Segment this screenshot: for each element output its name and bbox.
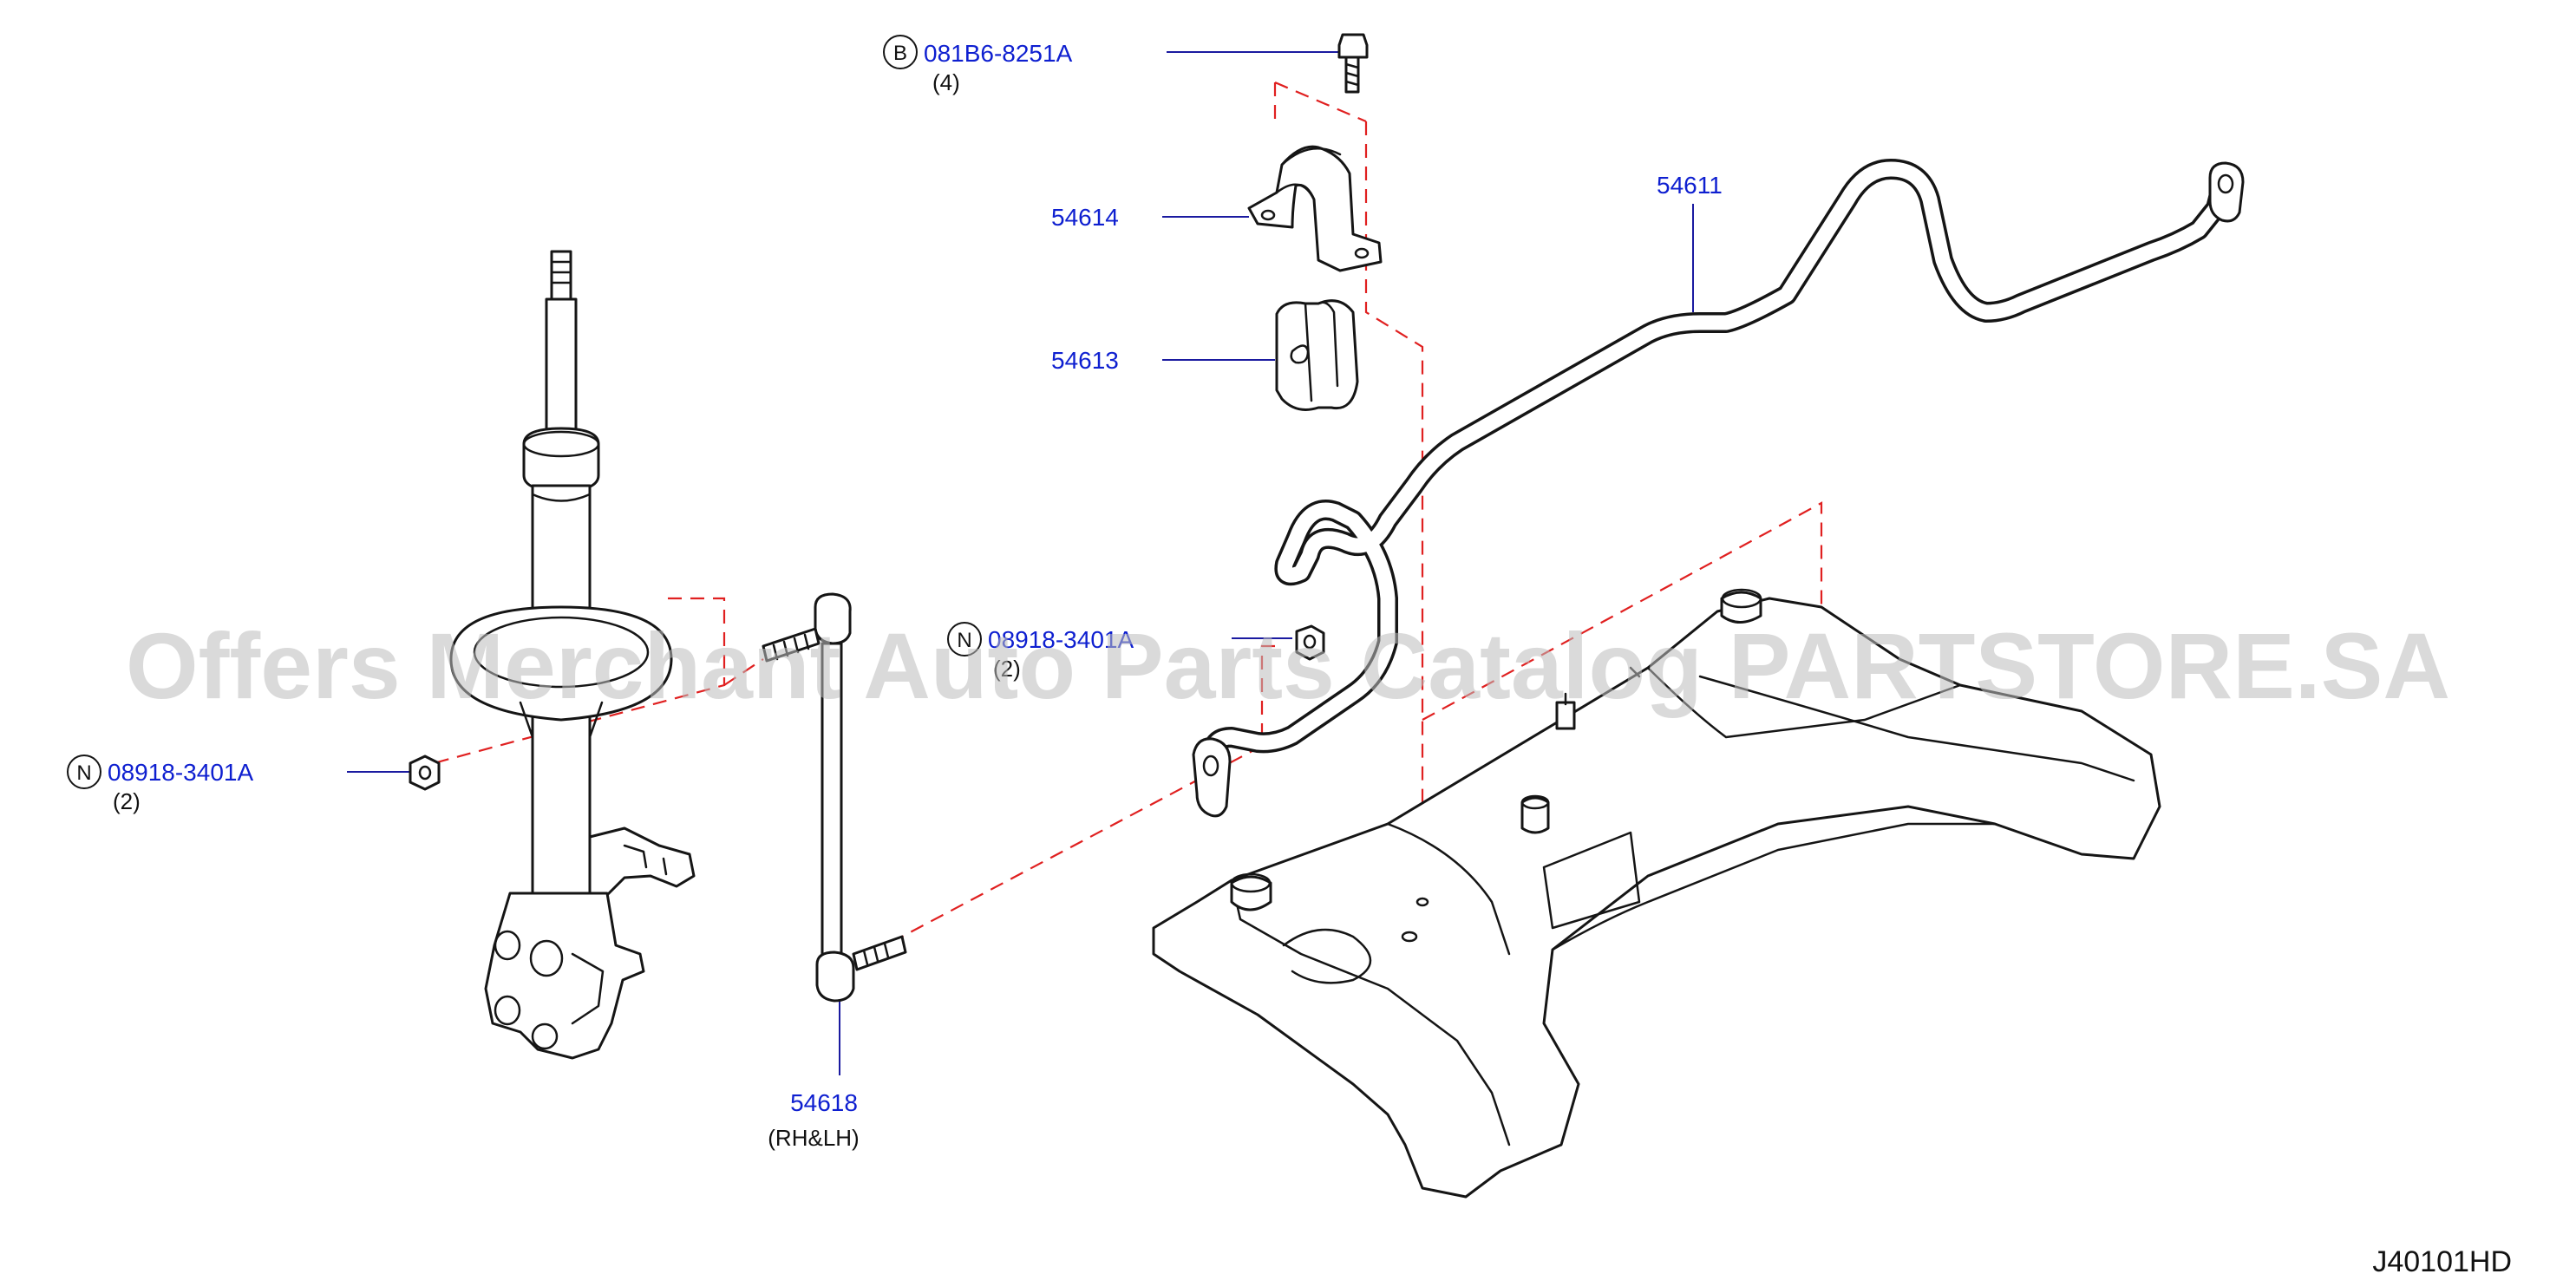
label-link-rod[interactable]: 54618 (RH&LH): [768, 1089, 859, 1151]
bushing-drawing[interactable]: [1275, 299, 1359, 411]
circle-letter: N: [76, 761, 91, 785]
label-nut-left[interactable]: N 08918-3401A (2): [67, 755, 253, 814]
nut-center-drawing[interactable]: [1295, 624, 1325, 661]
qty-nut-center: (2): [993, 656, 1021, 682]
leader-lines: [347, 51, 1694, 1075]
strut-drawing[interactable]: [449, 250, 696, 1060]
guide-strut-link: [723, 658, 764, 686]
diagram-code: J40101HD: [2372, 1245, 2512, 1278]
circle-letter: B: [893, 42, 907, 65]
crossmember-drawing[interactable]: [1152, 588, 2161, 1199]
nut-left-drawing[interactable]: [409, 755, 441, 791]
label-nut-center[interactable]: N 08918-3401A (2): [947, 622, 1134, 682]
circle-letter: N: [957, 629, 971, 652]
qty-nut-left: (2): [113, 788, 141, 814]
part-number-stabilizer-bar[interactable]: 54611: [1657, 172, 1723, 199]
qty-bolt: (4): [932, 69, 960, 95]
stabilizer-bar-drawing[interactable]: [1192, 159, 2245, 818]
part-number-nut-left[interactable]: 08918-3401A: [108, 759, 253, 786]
part-number-clamp[interactable]: 54614: [1051, 204, 1119, 231]
link-rod-drawing[interactable]: [762, 592, 907, 1003]
part-number-bushing[interactable]: 54613: [1051, 347, 1119, 374]
qty-link-rod: (RH&LH): [768, 1125, 859, 1151]
guide-bar-mount: [1273, 81, 1424, 937]
circle-marker: [883, 35, 918, 69]
clamp-drawing[interactable]: [1247, 145, 1383, 272]
bolt-drawing[interactable]: [1337, 33, 1369, 94]
guide-bar-link: [901, 644, 1275, 937]
part-number-link-rod[interactable]: 54618: [790, 1089, 858, 1116]
label-bolt[interactable]: B 081B6-8251A (4): [883, 35, 1073, 95]
circle-marker: [947, 622, 982, 657]
part-number-nut-center[interactable]: 08918-3401A: [988, 626, 1134, 653]
circle-marker: [67, 755, 101, 789]
watermark-text: Offers Merchant Auto Parts Catalog PARTS…: [126, 613, 2450, 718]
part-number-bolt[interactable]: 081B6-8251A: [924, 40, 1073, 67]
